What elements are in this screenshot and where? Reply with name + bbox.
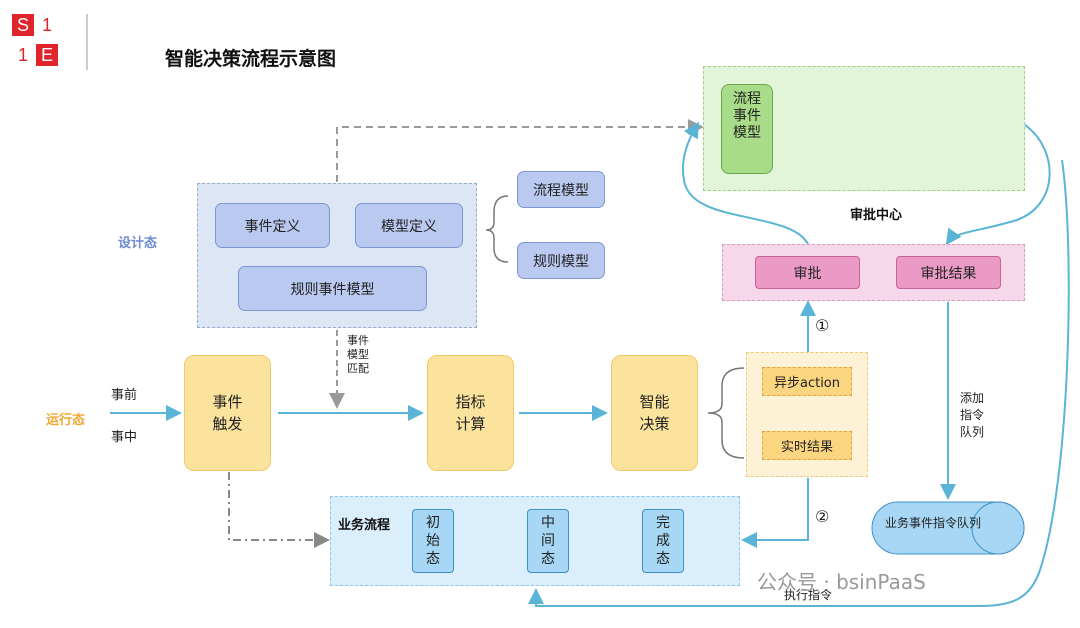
async-action-box: 异步action bbox=[762, 367, 852, 396]
business-flow-label: 业务流程 bbox=[338, 518, 391, 533]
flow-event-model-box: 流程 事件 模型 bbox=[721, 84, 773, 174]
add-queue-note: 添加 指令 队列 bbox=[960, 391, 985, 439]
done-state-box: 完 成 态 bbox=[642, 509, 684, 573]
rule-event-model-box: 规则事件模型 bbox=[238, 266, 427, 311]
queue-to-business-curve bbox=[528, 159, 1070, 607]
initial-state-box: 初 始 态 bbox=[412, 509, 454, 573]
queue-label: 业务事件指令队列 bbox=[884, 516, 981, 530]
rule-model-box: 规则模型 bbox=[517, 242, 605, 279]
event-trigger-box: 事件 触发 bbox=[184, 355, 271, 471]
center-to-result-curve bbox=[945, 124, 1051, 246]
approve-result-box: 审批结果 bbox=[896, 256, 1001, 289]
during-label: 事中 bbox=[111, 430, 138, 445]
watermark: 公众号 · bsinPaaS bbox=[757, 570, 926, 594]
to-business-arrow bbox=[741, 478, 809, 548]
indicator-calc-box: 指标 计算 bbox=[427, 355, 514, 471]
middle-state-box: 中 间 态 bbox=[527, 509, 569, 573]
decision-brace bbox=[707, 367, 745, 459]
event-definition-box: 事件定义 bbox=[215, 203, 330, 248]
model-brace bbox=[485, 195, 509, 263]
logo-one-bottom: 1 bbox=[12, 44, 34, 66]
smart-decision-box: 智能 决策 bbox=[611, 355, 698, 471]
logo-e: E bbox=[36, 44, 58, 66]
design-to-approval-arrow bbox=[336, 119, 704, 182]
model-definition-box: 模型定义 bbox=[355, 203, 463, 248]
approve-to-center-curve bbox=[682, 121, 809, 245]
approve-box: 审批 bbox=[755, 256, 860, 289]
approval-center-label: 审批中心 bbox=[850, 208, 903, 223]
diagram-title: 智能决策流程示意图 bbox=[165, 48, 337, 70]
queue-cylinder bbox=[871, 501, 1025, 555]
logo-s: S bbox=[12, 14, 34, 36]
marker-two: ② bbox=[815, 507, 830, 526]
before-label: 事前 bbox=[111, 388, 138, 403]
design-label: 设计态 bbox=[118, 236, 158, 251]
execute-command-label: 执行指令 bbox=[784, 588, 833, 602]
logo-one-top: 1 bbox=[36, 14, 58, 36]
marker-one: ① bbox=[815, 316, 830, 335]
runtime-label: 运行态 bbox=[46, 413, 86, 428]
flow-model-box: 流程模型 bbox=[517, 171, 605, 208]
match-note: 事件 模型 匹配 bbox=[347, 334, 369, 375]
realtime-result-box: 实时结果 bbox=[762, 431, 852, 460]
trigger-to-business-arrow bbox=[228, 472, 330, 548]
